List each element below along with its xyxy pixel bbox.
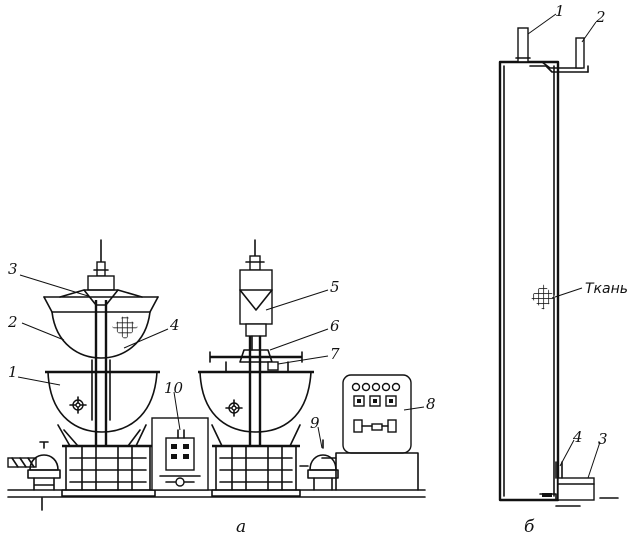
caption-panel-a: а [236,517,246,537]
top-inlet-pipe [511,27,535,63]
right-vessel [198,370,314,447]
label-a-1: 1 [8,363,18,381]
right-base-frame [211,444,301,497]
label-b-1: 1 [555,2,565,20]
fabric-mesh-left [112,314,138,340]
label-a-5: 5 [330,278,340,296]
left-vessel [45,370,160,447]
fabric-mesh-right [530,284,556,310]
panel-b-filter-column: 1 2 Ткань 4 3 б [498,2,628,537]
caption-panel-b: б [524,517,535,537]
label-a-6: 6 [330,317,340,335]
label-b-4: 4 [572,428,583,446]
label-a-3: 3 [8,260,18,278]
panel-a-assembly: 3 2 1 4 5 6 7 8 9 10 а [7,239,436,537]
right-cylinder [239,269,273,351]
label-a-8: 8 [426,395,436,413]
filter-column [498,60,560,502]
label-a-4: 4 [169,316,180,334]
label-b-3: 3 [598,430,608,448]
left-pump [27,441,61,511]
label-a-2: 2 [7,313,18,331]
label-fabric: Ткань [585,281,628,297]
label-a-10: 10 [164,379,184,397]
bottom-outlet [539,461,619,507]
right-pump [299,439,339,491]
left-basket [43,275,159,359]
control-box [151,417,209,491]
leaders-panel-b [527,13,601,479]
left-base-frame [61,444,156,497]
label-a-9: 9 [310,414,320,432]
top-side-pipe [529,37,589,73]
left-column [91,239,111,446]
label-a-7: 7 [330,345,340,363]
control-panel [321,374,419,491]
right-lid-arm [209,349,303,373]
leaders-panel-a [17,274,425,449]
label-b-2: 2 [595,8,606,26]
